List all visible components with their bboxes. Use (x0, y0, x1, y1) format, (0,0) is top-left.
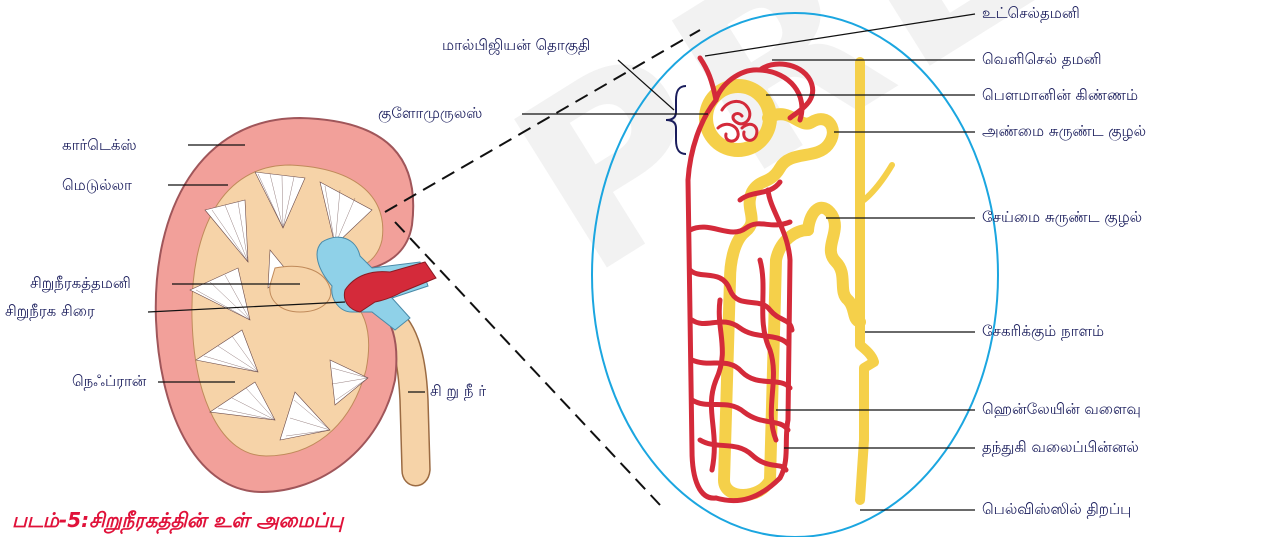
label-renal-artery: சிறுநீரகத்தமனி (30, 274, 131, 292)
label-cortex: கார்டெக்ஸ் (62, 136, 137, 154)
label-malpighian-body: மால்பிஜியன் தொகுதி (442, 36, 590, 54)
label-bowmans-capsule: பௌமானின் கிண்ணம் (982, 86, 1138, 104)
label-afferent-arteriole: உட்செல்தமனி (982, 4, 1080, 22)
label-ureter: சி று நீ ர் (430, 382, 486, 400)
label-collecting-duct: சேகரிக்கும் நாளம் (982, 322, 1104, 340)
figure-caption: படம்-5:சிறுநீரகத்தின் உள் அமைப்பு (12, 508, 343, 535)
malpighian-brace (666, 86, 686, 154)
loop-of-henle-shape (724, 230, 808, 495)
collecting-duct-shape (860, 62, 874, 500)
label-efferent-arteriole: வெளிசெல் தமனி (982, 50, 1102, 68)
label-proximal-tubule: அண்மை சுருண்ட குழல் (982, 122, 1146, 140)
label-distal-tubule: சேய்மை சுருண்ட குழல் (982, 208, 1142, 226)
zoom-guide-lines (385, 30, 700, 505)
distal-tubule-shape (808, 208, 860, 322)
label-renal-vein: சிறுநீரக சிரை (5, 302, 95, 320)
label-opening-to-pelvis: பெல்விஸ்ஸில் திறப்பு (982, 500, 1131, 518)
label-capillary-network: தந்துகி வலைப்பின்னல் (982, 438, 1139, 456)
label-nephron: நெஃப்ரான் (72, 372, 146, 390)
label-medulla: மெடுல்லா (62, 176, 132, 194)
glomerulus-shape (718, 101, 757, 141)
label-loop-of-henle: ஹென்லேயின் வளைவு (982, 400, 1141, 418)
label-glomerulus: குளோமுருலஸ் (378, 104, 482, 122)
nephron-illustration (688, 58, 892, 501)
